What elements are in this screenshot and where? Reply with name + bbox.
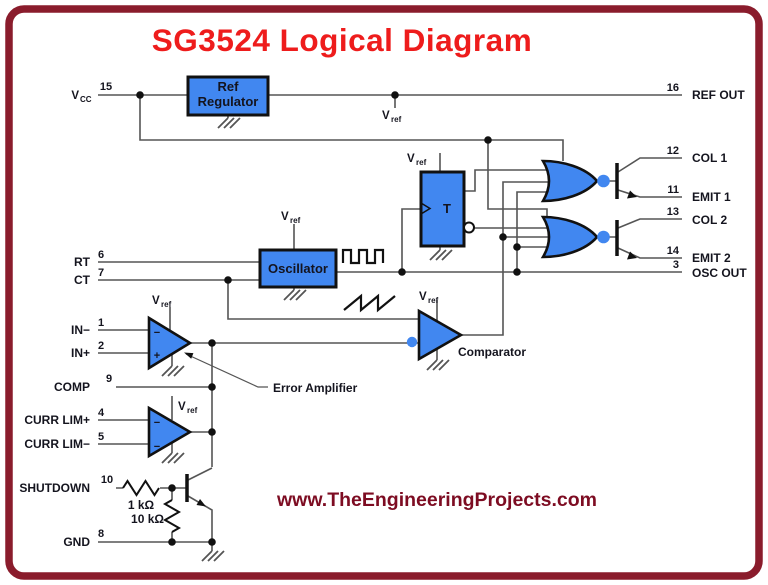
nor-gate-2 [540,215,599,259]
pin-number-currlim-minus: 5 [98,431,104,443]
resistor-10k-icon [162,499,182,533]
flip-flop-clock-mark-icon [420,202,432,215]
pin-label-oscout: OSC OUT [692,266,747,280]
svg-text:ref: ref [416,158,427,167]
svg-text:V: V [419,291,427,303]
comparator-label: Comparator [458,345,526,359]
error-amplifier-pointer-line [185,353,268,388]
pin-number-rt: 6 [98,249,104,261]
pin-number-in-plus: 2 [98,340,104,352]
shutdown-transistor-emitter-arrow-icon [196,499,206,507]
pin-number-gnd: 8 [98,528,104,540]
pin-number-emit2: 14 [667,245,680,257]
pin-number-oscout: 3 [673,259,679,271]
nor-gate-1 [540,159,599,203]
page-title: SG3524 Logical Diagram [152,22,532,58]
comparator-input-dot-icon [406,336,418,348]
ground-icon [429,249,453,261]
pin-label-currlim-plus: CURR LIM+ [24,413,90,427]
nor-gate-2-output-bubble-icon [597,230,610,244]
pin-label-refout: REF OUT [692,88,745,102]
pin-label-col1: COL 1 [692,151,727,165]
error-amplifier-symbol [147,315,193,371]
ground-icon [426,359,450,371]
error-amp-noninverting-sign: + [154,350,160,362]
flip-flop-inverted-output-bubble-icon [463,221,475,234]
comparator-symbol [417,308,464,362]
pin-number-col2: 13 [667,206,679,218]
transistor-2-emitter-arrow-icon [627,251,637,260]
pin-number-refout: 16 [667,82,679,94]
resistor-10k-label: 10 kΩ [131,512,164,526]
pin-number-currlim-plus: 4 [98,407,105,419]
pin-number-emit1: 11 [667,184,679,196]
vcc-label: V [71,90,79,102]
wires [98,94,682,551]
watermark-text: www.TheEngineeringProjects.com [276,489,597,511]
pin-number-comp: 9 [106,373,112,385]
svg-text:V: V [281,211,289,223]
pin-label-col2: COL 2 [692,213,727,227]
ground-icon [201,550,225,562]
page-frame-border [5,5,763,580]
error-amplifier-pointer-arrow-icon [184,352,194,359]
svg-text:ref: ref [187,406,198,415]
ref-regulator-box [186,75,270,117]
pin-label-gnd: GND [63,535,90,549]
pin-label-rt: RT [74,255,91,269]
ground-icon [217,117,241,129]
ground-icon [161,452,185,464]
pin-label-currlim-minus: CURR LIM− [24,437,90,451]
ground-icon [283,289,307,301]
pin-label-in-plus: IN+ [71,346,90,360]
svg-text:V: V [178,401,186,413]
currlim-amp-bottom-sign: − [154,441,160,453]
ref-regulator-label-line1: Ref [218,79,240,94]
svg-text:V: V [407,153,415,165]
pin-label-ct: CT [74,273,91,287]
pin-label-emit2: EMIT 2 [692,251,731,265]
svg-text:V: V [152,295,160,307]
pin-number-in-minus: 1 [98,317,104,329]
pin-label-emit1: EMIT 1 [692,190,731,204]
transistor-1-emitter-arrow-icon [627,190,637,199]
svg-text:ref: ref [391,115,402,124]
flip-flop-label: T [443,201,451,216]
vcc-label-sub: CC [80,95,92,104]
sawtooth-wave-icon [343,293,396,313]
current-limit-amplifier-symbol [147,405,193,459]
pin-number-col1: 12 [667,145,679,157]
resistor-1k-icon [122,479,160,497]
pin-label-comp: COMP [54,380,90,394]
svg-text:ref: ref [161,300,172,309]
svg-text:ref: ref [428,296,439,305]
svg-text:ref: ref [290,216,301,225]
square-wave-icon [341,248,385,265]
ref-regulator-label-line2: Regulator [198,94,259,109]
resistor-1k-label: 1 kΩ [128,498,155,512]
ground-icon [161,365,185,377]
error-amp-inverting-sign: − [154,327,160,339]
oscillator-label: Oscillator [268,261,328,276]
oscillator-box [258,248,338,289]
pin-label-in-minus: IN− [71,323,90,337]
error-amplifier-label: Error Amplifier [273,381,358,395]
pin-number-shutdown: 10 [101,474,113,486]
svg-text:V: V [382,110,390,122]
junction-dots [136,91,521,546]
nor-gate-1-output-bubble-icon [597,174,610,188]
pin-number-vcc: 15 [100,81,112,93]
pin-label-shutdown: SHUTDOWN [19,481,90,495]
currlim-amp-top-sign: − [154,417,160,429]
pin-number-ct: 7 [98,267,104,279]
